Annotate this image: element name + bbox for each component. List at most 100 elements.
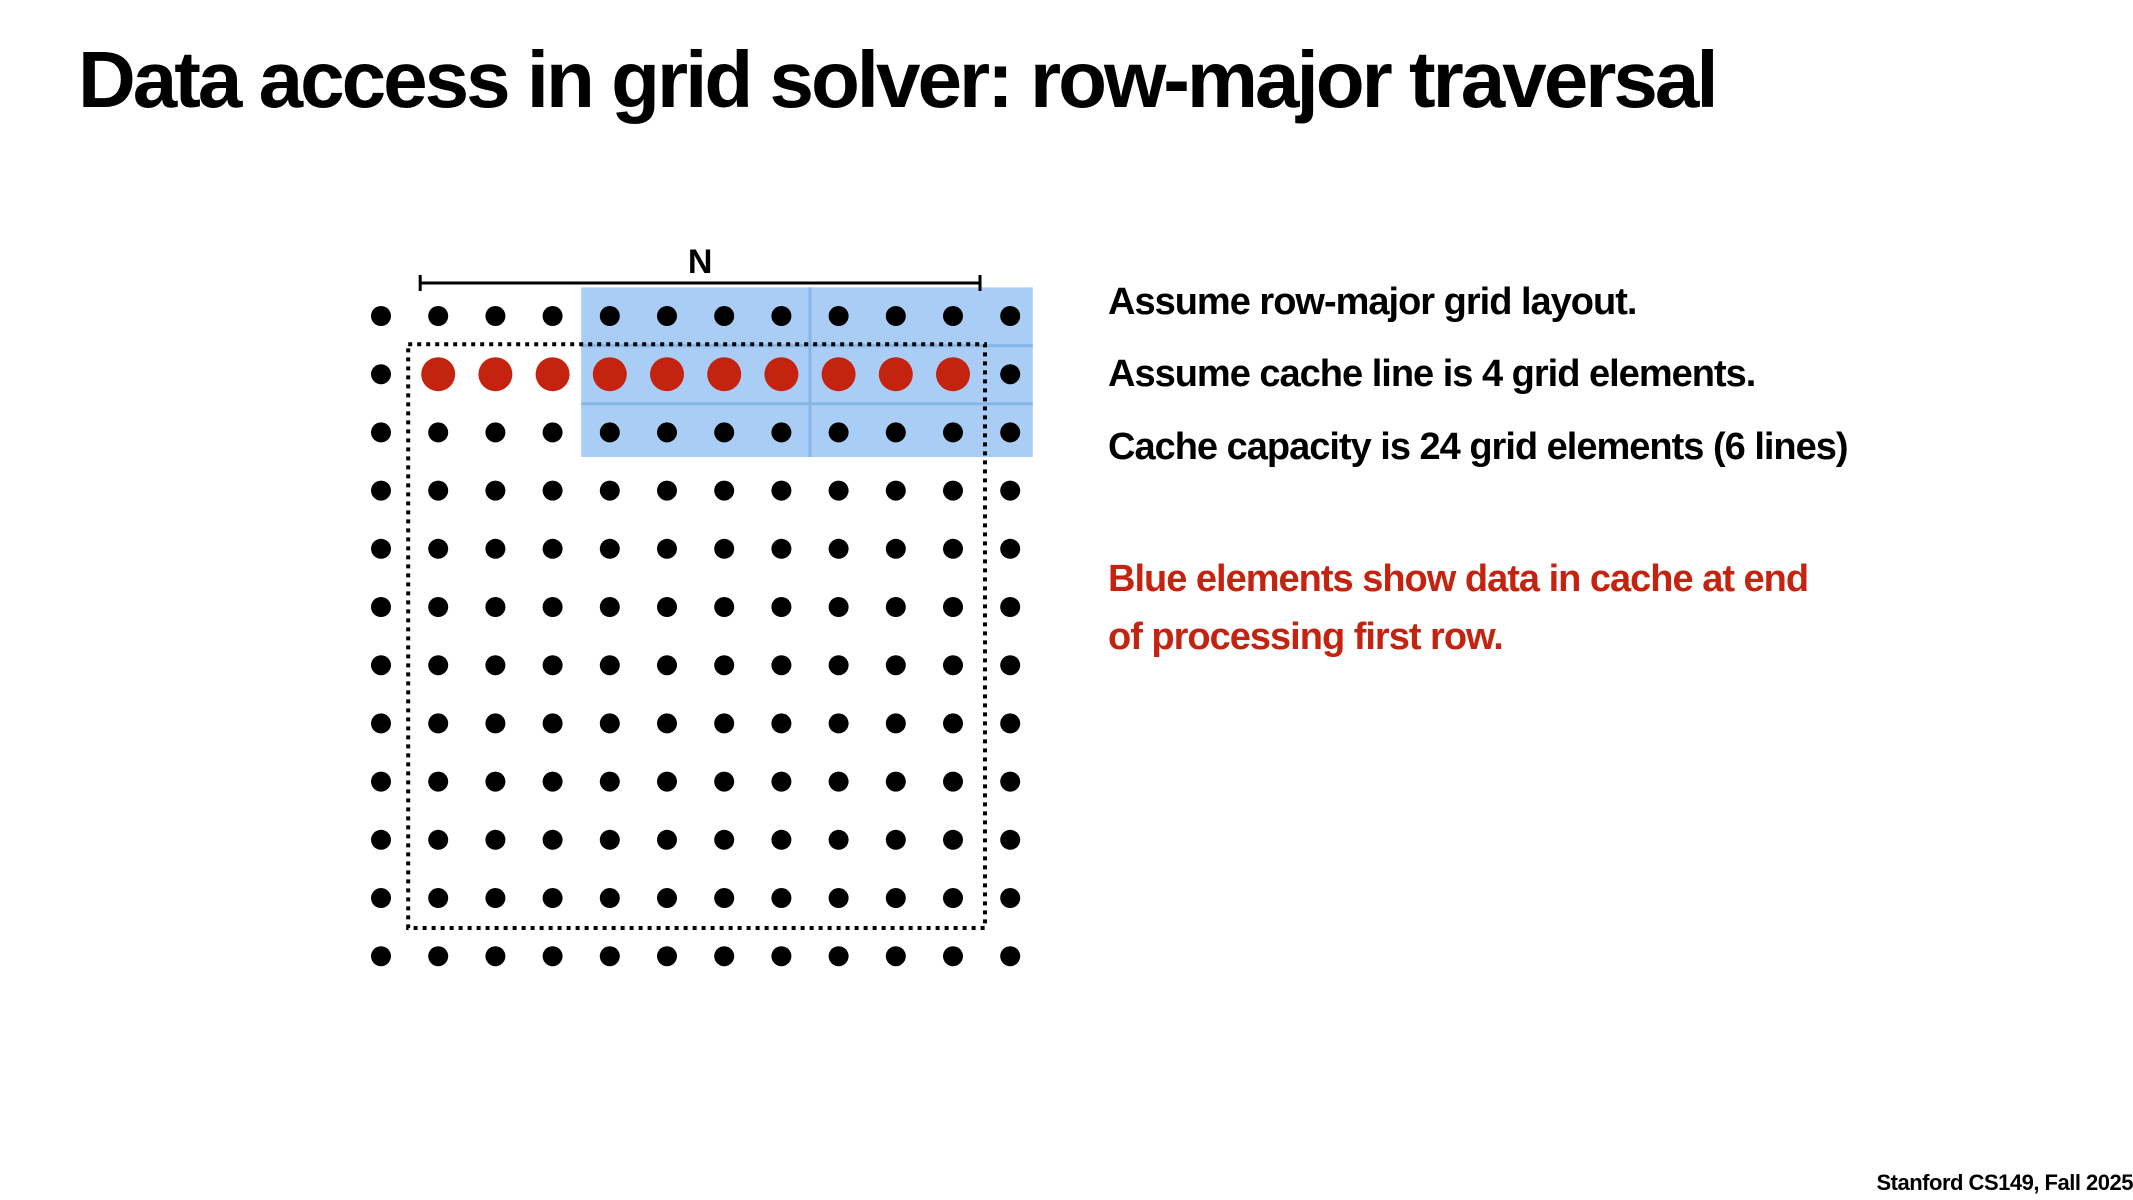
grid-element bbox=[599, 888, 620, 909]
grid-element bbox=[771, 480, 792, 501]
grid-element bbox=[828, 480, 849, 501]
grid-element bbox=[771, 829, 792, 850]
grid-element bbox=[714, 771, 735, 792]
grid-element bbox=[599, 597, 620, 618]
grid-element bbox=[943, 597, 963, 618]
grid-element bbox=[428, 597, 449, 618]
grid-element-processed bbox=[478, 357, 513, 392]
grid-element bbox=[714, 946, 735, 967]
grid-element bbox=[657, 422, 677, 443]
grid-element bbox=[428, 655, 449, 676]
grid-element bbox=[599, 306, 620, 326]
grid-element bbox=[371, 597, 391, 618]
grid-element bbox=[599, 946, 620, 967]
grid-element-processed bbox=[936, 357, 970, 392]
grid-element bbox=[542, 538, 563, 559]
grid-element bbox=[542, 829, 563, 850]
grid-element bbox=[885, 480, 906, 501]
grid-element bbox=[828, 713, 849, 734]
grid-element bbox=[657, 888, 677, 909]
grid-element bbox=[1000, 655, 1021, 676]
grid-element-processed bbox=[535, 357, 570, 392]
grid-element bbox=[1000, 713, 1021, 734]
assumption-row-major: Assume row-major grid layout. bbox=[1108, 281, 1637, 323]
grid-element bbox=[771, 655, 792, 676]
grid-element bbox=[714, 713, 735, 734]
grid-element bbox=[943, 771, 963, 792]
grid-element bbox=[371, 888, 391, 909]
grid-element bbox=[828, 829, 849, 850]
grid-element bbox=[885, 306, 906, 326]
grid-element bbox=[828, 422, 849, 443]
grid-element bbox=[542, 771, 563, 792]
grid-element bbox=[771, 888, 792, 909]
grid-element bbox=[943, 538, 963, 559]
grid-element bbox=[1000, 480, 1021, 501]
grid-element bbox=[771, 597, 792, 618]
grid-element bbox=[714, 480, 735, 501]
grid-element bbox=[943, 829, 963, 850]
grid-element bbox=[428, 480, 449, 501]
grid-element bbox=[371, 364, 391, 385]
grid-element bbox=[428, 829, 449, 850]
grid-element bbox=[599, 480, 620, 501]
grid-element bbox=[714, 422, 735, 443]
grid-element bbox=[371, 422, 391, 443]
grid-element bbox=[599, 538, 620, 559]
grid-element bbox=[371, 829, 391, 850]
grid-element bbox=[885, 538, 906, 559]
grid-element bbox=[943, 655, 963, 676]
grid-element bbox=[885, 888, 906, 909]
grid-element bbox=[599, 713, 620, 734]
grid-element bbox=[371, 538, 391, 559]
grid-element bbox=[599, 655, 620, 676]
grid-element bbox=[943, 713, 963, 734]
grid-elements bbox=[371, 306, 1021, 967]
grid-element bbox=[714, 655, 735, 676]
grid-element bbox=[885, 597, 906, 618]
grid-element bbox=[542, 713, 563, 734]
grid-element bbox=[885, 946, 906, 967]
grid-element bbox=[428, 888, 449, 909]
grid-element bbox=[485, 713, 506, 734]
grid-element bbox=[428, 713, 449, 734]
grid-element bbox=[485, 655, 506, 676]
grid-element bbox=[599, 771, 620, 792]
grid-element bbox=[485, 946, 506, 967]
grid-element bbox=[714, 538, 735, 559]
grid-element bbox=[885, 829, 906, 850]
grid-element bbox=[943, 480, 963, 501]
grid-element-processed bbox=[592, 357, 627, 392]
grid-element bbox=[828, 306, 849, 326]
grid-element bbox=[1000, 771, 1021, 792]
grid-element bbox=[371, 713, 391, 734]
grid-element bbox=[371, 946, 391, 967]
grid-element bbox=[771, 713, 792, 734]
grid-element bbox=[1000, 946, 1021, 967]
grid-element bbox=[943, 306, 963, 326]
grid-element bbox=[542, 422, 563, 443]
grid-element bbox=[428, 306, 449, 326]
grid-element bbox=[1000, 538, 1021, 559]
grid-element bbox=[714, 597, 735, 618]
grid-element-processed bbox=[821, 357, 856, 392]
grid-element bbox=[485, 829, 506, 850]
footer-credit: Stanford CS149, Fall 2025 bbox=[1876, 1170, 2133, 1195]
grid-element bbox=[657, 946, 677, 967]
assumption-cache-capacity: Cache capacity is 24 grid elements (6 li… bbox=[1108, 426, 1849, 468]
grid-element bbox=[885, 422, 906, 443]
grid-element bbox=[485, 306, 506, 326]
grid-element bbox=[1000, 888, 1021, 909]
grid-element-processed bbox=[764, 357, 799, 392]
grid-element bbox=[828, 597, 849, 618]
slide-title: Data access in grid solver: row-major tr… bbox=[78, 35, 1719, 124]
grid-element bbox=[657, 538, 677, 559]
grid-element bbox=[828, 655, 849, 676]
grid-element bbox=[943, 888, 963, 909]
grid-element bbox=[657, 480, 677, 501]
grid-element bbox=[828, 946, 849, 967]
grid-element bbox=[371, 306, 391, 326]
grid-element bbox=[657, 713, 677, 734]
grid-element bbox=[1000, 364, 1021, 385]
grid-element bbox=[657, 655, 677, 676]
